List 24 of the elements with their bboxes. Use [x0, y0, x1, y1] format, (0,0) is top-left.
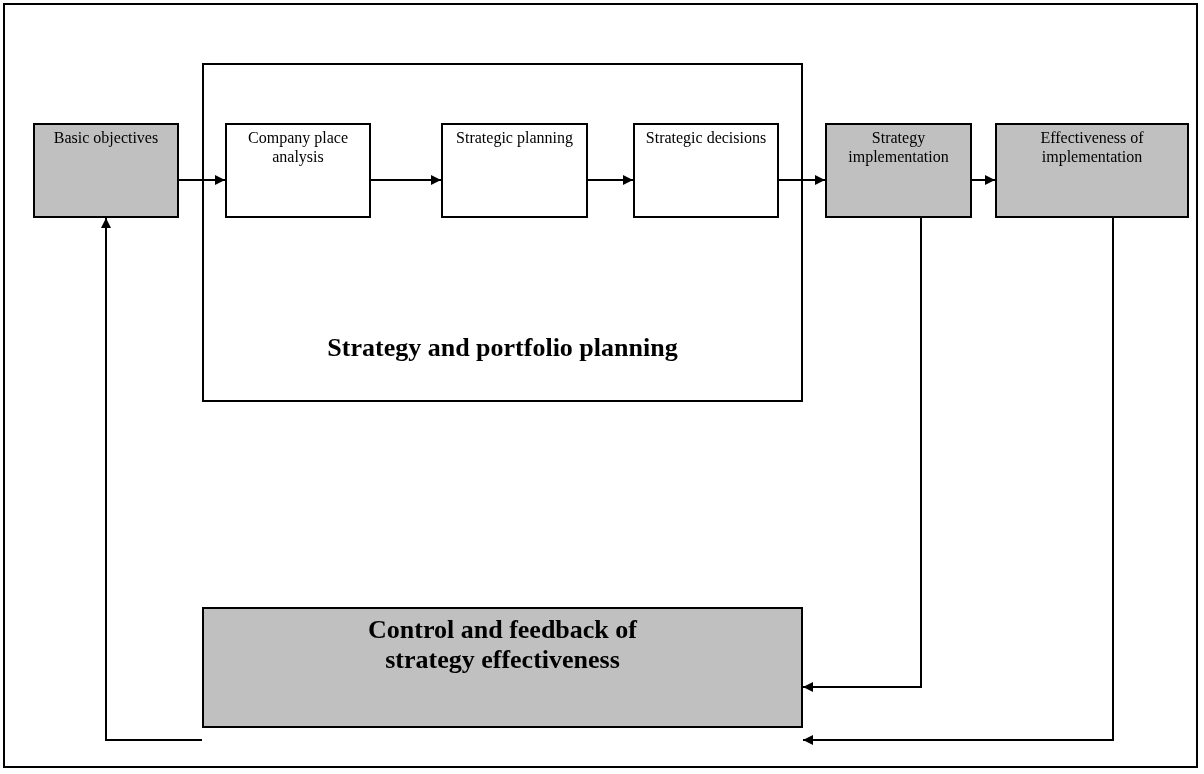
box-label: Strategy and portfolio planning: [326, 332, 679, 363]
process-box: [825, 123, 972, 218]
arrow: [370, 175, 442, 185]
arrow: [971, 175, 996, 185]
arrow: [587, 175, 634, 185]
process-box: [225, 123, 371, 218]
box-label: Effectiveness of implementation: [1039, 128, 1145, 166]
box-label: Strategy implementation: [847, 128, 950, 166]
box-label: Company place analysis: [247, 128, 349, 166]
process-box: [441, 123, 588, 218]
process-box: [33, 123, 179, 218]
box-label: Control and feedback of strategy effectiveness: [367, 614, 639, 675]
process-box: [633, 123, 779, 218]
arrow: [778, 175, 826, 185]
arrow: [802, 217, 922, 692]
box-label: Basic objectives: [52, 128, 160, 147]
arrow: [178, 175, 226, 185]
box-label: Strategic planning: [455, 128, 574, 147]
group-box: [202, 63, 803, 402]
process-box: [202, 607, 803, 728]
box-label: Strategic decisions: [644, 128, 768, 147]
arrow: [101, 217, 203, 741]
process-box: [995, 123, 1189, 218]
arrow: [802, 217, 1114, 745]
